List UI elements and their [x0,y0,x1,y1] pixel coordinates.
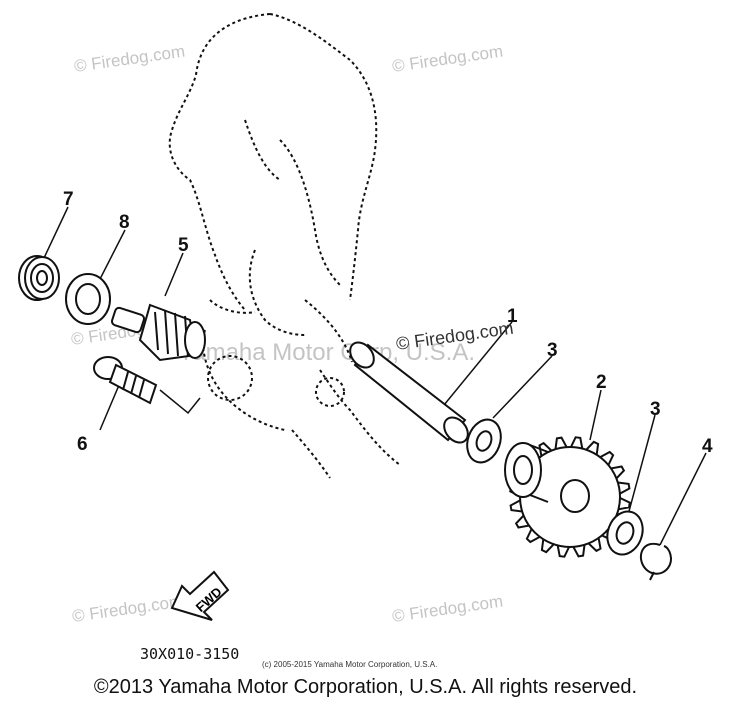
washer-part-8 [65,273,111,325]
diagram-code: 30X010-3150 [140,645,239,663]
engine-case-outline [168,13,401,479]
gear-shaft-part-5 [110,303,206,362]
watermark-overlay: Yamaha Motor Corp, U.S.A. [178,339,475,366]
part-number-4: 4 [702,436,713,457]
part-number-2: 2 [596,372,607,393]
watermark-top-left: © Firedog.com [73,42,186,76]
bolt-part-6 [93,356,158,405]
watermark-bottom-left: © Firedog.com [71,592,184,626]
part-number-5: 5 [178,235,189,256]
circlip-part-4 [640,542,672,581]
part-number-6: 6 [77,434,88,455]
washer-part-3-left [466,418,502,464]
watermark-bottom-right: © Firedog.com [391,592,504,626]
part-number-1: 1 [507,306,518,327]
part-number-labels: 1 2 3 3 4 5 6 7 8 [63,189,713,457]
part-number-7: 7 [63,189,74,210]
idle-gear-part-2 [504,436,631,558]
washer-part-3-right [606,510,644,556]
shaft-part-1 [349,341,469,444]
part-number-3-right: 3 [650,399,661,420]
small-copyright: (c) 2005-2015 Yamaha Motor Corporation, … [262,660,437,669]
part-number-8: 8 [119,212,130,233]
footer-copyright: ©2013 Yamaha Motor Corporation, U.S.A. A… [93,676,638,698]
part-number-3-left: 3 [547,340,558,361]
bearing-part-7 [18,255,60,301]
forward-arrow: FWD [170,570,230,621]
watermark-top-right: © Firedog.com [391,42,504,76]
